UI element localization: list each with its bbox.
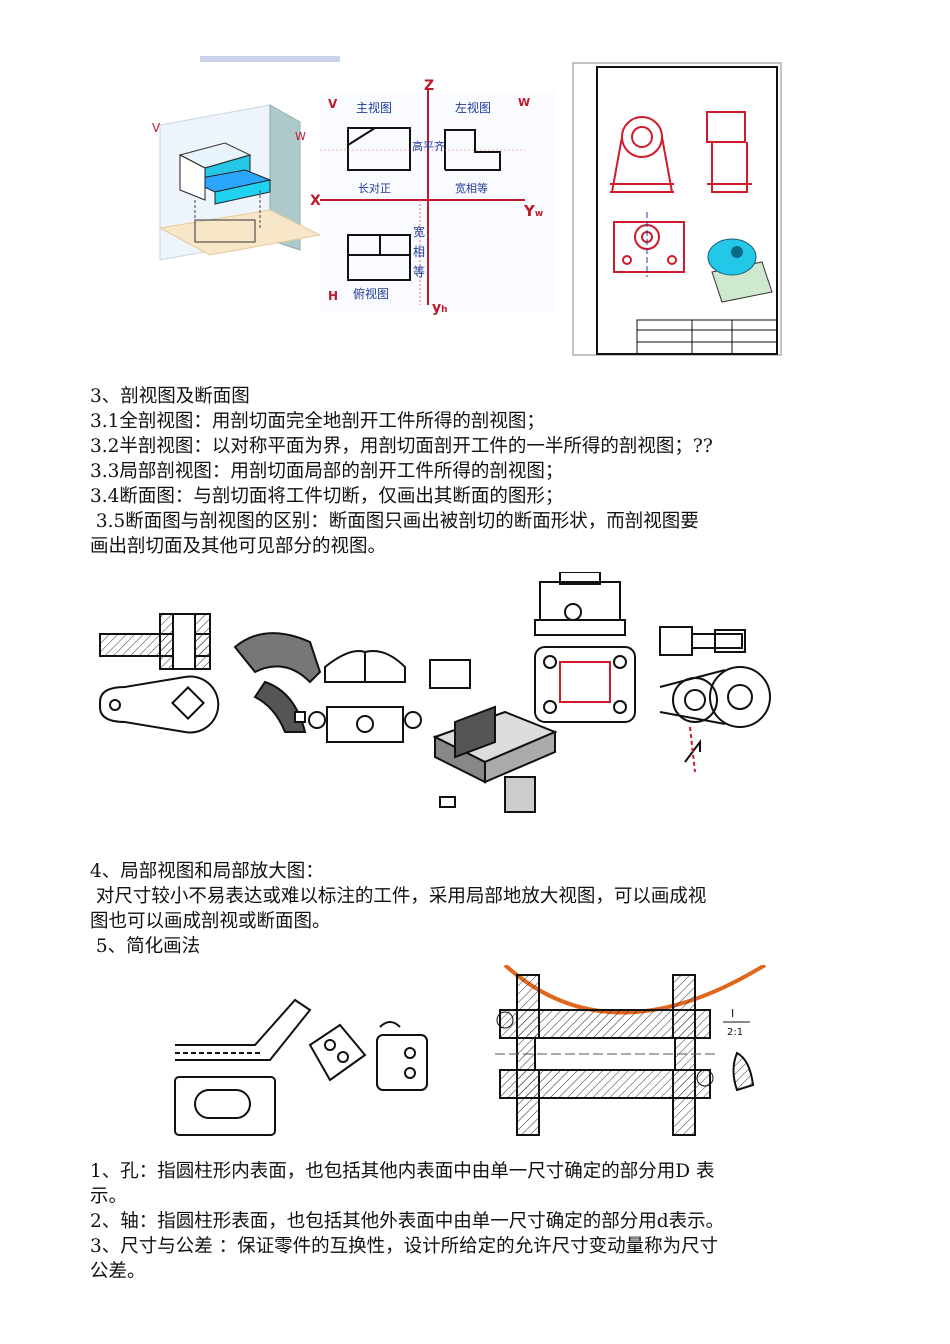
iso-cutaway-drawing (432, 705, 558, 813)
section3-line-2: 3.2半剖视图：以对称平面为界，用剖切面剖开工件的一半所得的剖视图；?? (90, 436, 713, 457)
width-equal-label: 宽相等 (455, 181, 488, 195)
simplified-drawings: I 2:1 (174, 965, 767, 1136)
detail-label: I (731, 1007, 734, 1020)
section4-line-2: 图也可以画成剖视或断面图。 (90, 911, 331, 932)
axis-w-left: W (295, 130, 306, 143)
definition-line-1: 1、孔：指圆柱形内表面，也包括其他内表面中由单一尺寸确定的部分用D 表 (90, 1161, 715, 1182)
section3-line-3: 3.3局部剖视图：用剖切面局部的剖开工件所得的剖视图； (90, 461, 564, 482)
cad-side-view (706, 111, 752, 193)
length-align-label: 长对正 (358, 181, 391, 195)
projection-box-3d (158, 104, 322, 261)
section-view-drawings (99, 572, 771, 813)
definition-line-4: 3、尺寸与公差 ：保证零件的互换性，设计所给定的允许尺寸变动量称为尺寸 (90, 1236, 719, 1257)
left-view-label: 左视图 (455, 100, 491, 115)
width-equal-vertical-2: 相 (413, 245, 425, 259)
definition-line-3: 2、轴：指圆柱形表面，也包括其他外表面中由单一尺寸确定的部分用d表示。 (90, 1211, 725, 1232)
cad-front-view (610, 116, 674, 193)
section3-line-5: 3.5断面图与剖视图的区别：断面图只画出被剖切的断面形状，而剖视图要 (90, 511, 699, 532)
section3-line-4: 3.4断面图：与剖切面将工件切断，仅画出其断面的图形； (90, 486, 564, 507)
section4-heading: 4、局部视图和局部放大图： (90, 861, 324, 882)
top-view-label: 俯视图 (353, 286, 389, 301)
header-smudge (200, 56, 340, 62)
definition-line-2: 示。 (90, 1186, 128, 1207)
scale-label: 2:1 (727, 1027, 743, 1038)
section3-heading: 3、剖视图及断面图 (90, 386, 250, 407)
orange-arc (503, 965, 767, 1015)
bent-plate-drawing (174, 998, 367, 1136)
section5-heading: 5、简化画法 (90, 936, 201, 957)
section3-line-6: 画出剖切面及其他可见部分的视图。 (90, 536, 387, 557)
cad-title-block (636, 319, 778, 355)
section3-line-1: 3.1全剖视图：用剖切面完全地剖开工件所得的剖视图； (90, 411, 545, 432)
axis-z: Z (424, 78, 434, 94)
local-section-drawing (534, 572, 636, 723)
cad-isometric-part (707, 238, 773, 303)
flange-section-drawing (495, 974, 715, 1136)
height-align-label: 高平齐 (412, 139, 445, 153)
axis-yh: yh (432, 300, 448, 315)
half-section-iso (233, 632, 322, 733)
axis-h: H (328, 289, 338, 303)
connecting-rod-drawing (659, 626, 771, 773)
three-view-projection-figure: V W Z V W X Yw H yh 主视图 左视图 俯视图 高平齐 长对正 … (152, 56, 555, 315)
width-equal-vertical-3: 等 (413, 265, 425, 279)
detail-enlarged-view (732, 1051, 755, 1092)
axis-x: X (310, 193, 321, 209)
width-equal-vertical-1: 宽 (413, 224, 425, 239)
definition-line-5: 公差。 (90, 1261, 146, 1282)
bracket-drawing (308, 650, 471, 743)
cad-drawing-sheet (572, 62, 782, 356)
axis-v-left: V (152, 121, 161, 135)
front-view-label: 主视图 (356, 100, 392, 115)
axis-w: W (518, 96, 530, 109)
axis-v: V (328, 97, 338, 111)
axis-yw: Yw (523, 202, 543, 220)
section4-line-1: 对尺寸较小不易表达或难以标注的工件，采用局部地放大视图，可以画成视 (90, 886, 707, 907)
small-plate-drawing (376, 1021, 428, 1091)
full-section-drawing (99, 613, 220, 734)
three-view-grid (320, 88, 555, 312)
